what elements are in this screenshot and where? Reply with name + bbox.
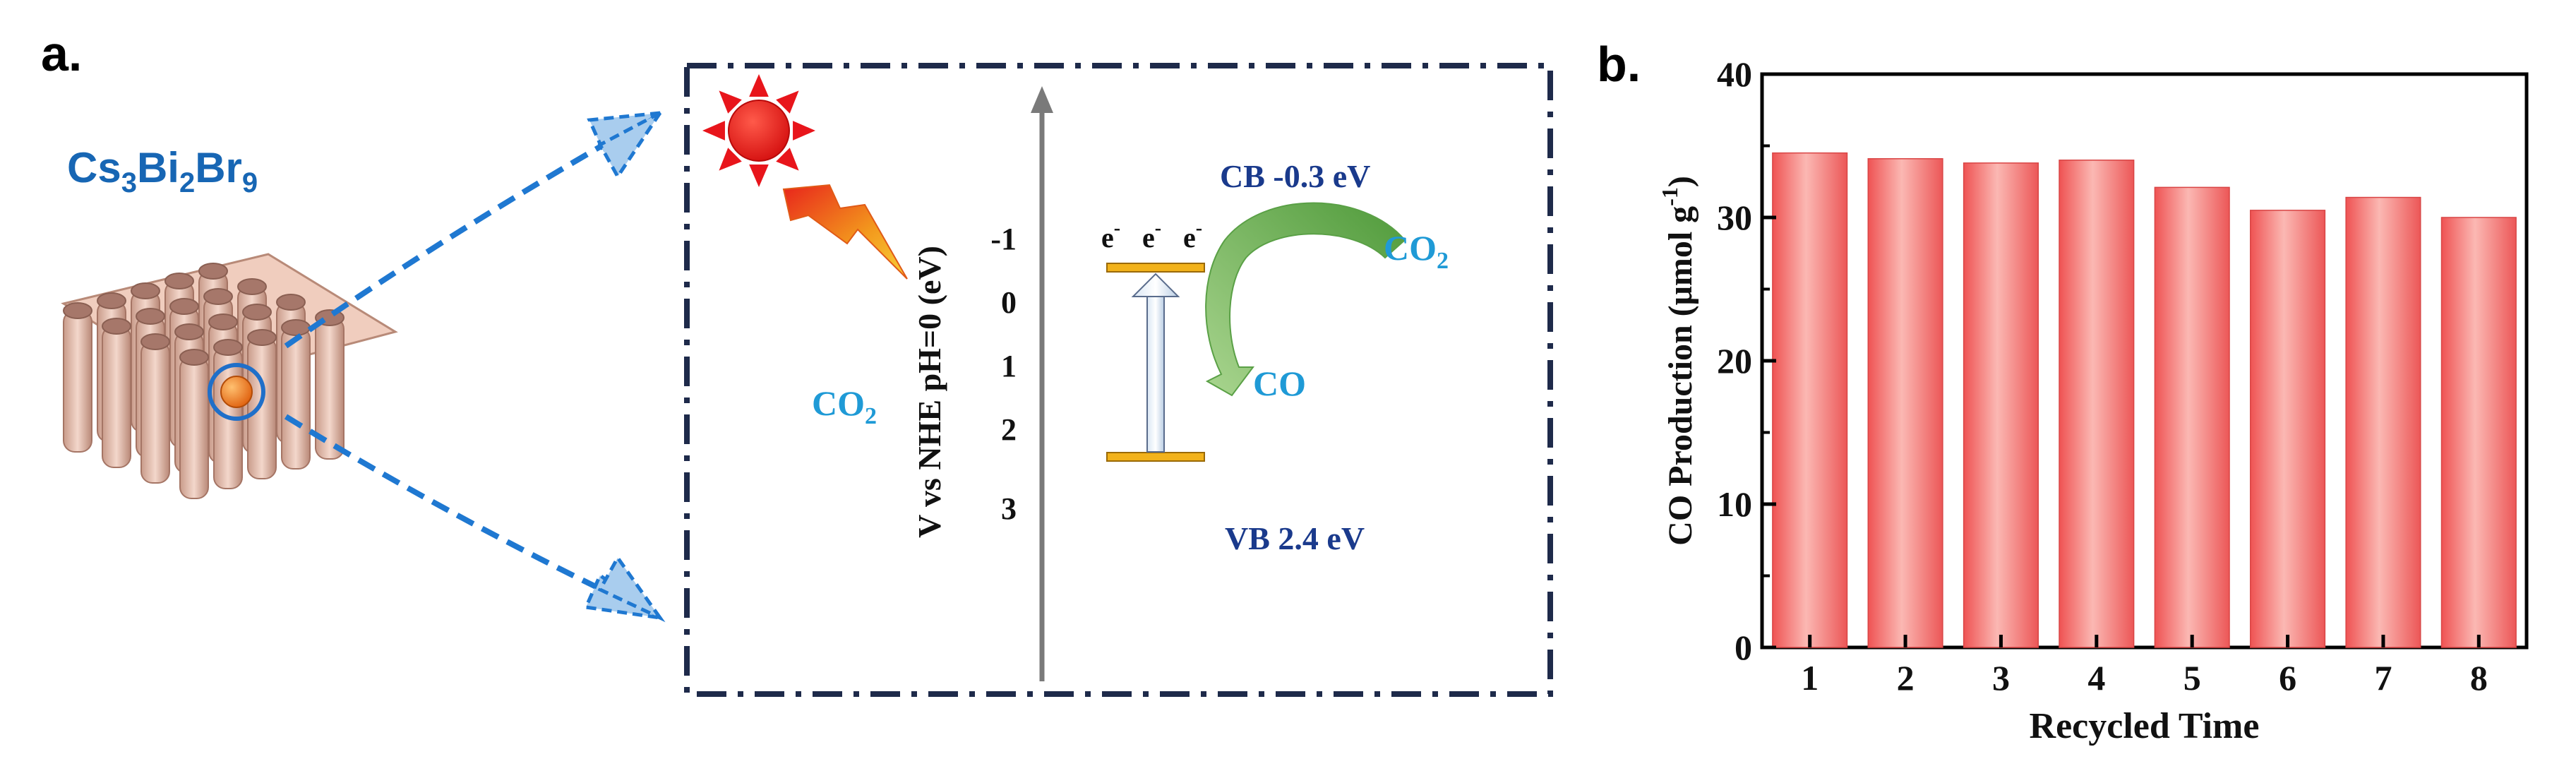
y-tick-label: 30: [1717, 198, 1752, 237]
pore-tube: [247, 337, 277, 479]
energy-tick-label: -1: [990, 222, 1017, 256]
energy-axis-label: V vs NHE pH=0 (eV): [911, 246, 947, 538]
co-product-label: CO: [1253, 364, 1306, 403]
lightning-icon: [782, 184, 908, 280]
vb-label: VB 2.4 eV: [1225, 520, 1365, 556]
pore-opening: [198, 263, 228, 280]
pore-opening: [237, 278, 267, 295]
pore-opening: [276, 294, 306, 311]
pore-opening: [213, 339, 243, 356]
sun-ray: [719, 90, 742, 114]
sun-icon: [702, 74, 815, 187]
x-axis-label: Recycled Time: [2030, 706, 2260, 746]
pore-opening: [174, 323, 204, 340]
bar-2: [1867, 158, 1943, 648]
bar-7: [2345, 196, 2421, 648]
pore-opening: [242, 304, 272, 321]
co2-reactant-label: CO2: [1384, 228, 1449, 274]
x-tick-label: 5: [2183, 658, 2201, 698]
zoom-arrow-upper: [284, 114, 654, 349]
energy-tick-label: 3: [1001, 491, 1017, 526]
x-tick-label: 7: [2374, 658, 2392, 698]
bar-1: [1772, 152, 1848, 648]
pore-opening: [131, 282, 160, 299]
x-tick-label: 6: [2279, 658, 2296, 698]
pore-opening: [63, 302, 92, 319]
inset-frame: [684, 63, 1553, 697]
nanoparticle-icon: [220, 376, 253, 408]
conduction-band: [1106, 263, 1205, 273]
x-tick-label: 2: [1897, 658, 1915, 698]
zoom-arrows: [284, 111, 666, 623]
pore-opening: [208, 313, 238, 330]
electron-3: e-: [1183, 217, 1202, 253]
pore-opening: [97, 292, 126, 309]
sun-ray: [776, 148, 799, 171]
bar-4: [2059, 160, 2135, 648]
electron-2: e-: [1142, 217, 1161, 253]
pore-opening: [247, 329, 277, 346]
y-axis-label: CO Production (μmol g-1): [1657, 176, 1699, 546]
energy-tick-label: 1: [1001, 349, 1017, 383]
electron-1: e-: [1101, 217, 1120, 253]
zoom-arrow-lower: [284, 414, 654, 617]
bar-3: [1963, 162, 2039, 648]
y-tick-label: 20: [1717, 341, 1752, 381]
porous-crystal-icon: [61, 253, 398, 499]
energy-axis-arrowhead: [1031, 86, 1053, 113]
pore-opening: [136, 308, 165, 325]
pore-opening: [102, 318, 131, 335]
sun-ray: [749, 74, 769, 97]
x-tick-label: 8: [2470, 658, 2488, 698]
sun-ray: [719, 148, 742, 171]
x-tick-label: 3: [1992, 658, 2010, 698]
pore-opening: [281, 319, 311, 336]
sun-ray: [702, 121, 725, 141]
y-tick-label: 40: [1717, 54, 1752, 94]
x-tick-label: 4: [2087, 658, 2105, 698]
pore-tube: [281, 327, 311, 470]
pore-tube: [63, 310, 92, 453]
pore-tube: [102, 325, 131, 468]
bar-8: [2440, 217, 2517, 648]
panel-a-label: a.: [41, 26, 82, 81]
recycle-bar-chart: 0 10 20 30 40 1 2 3 4 5 6 7 8 Recycled Time CO Prod…: [1657, 54, 2529, 746]
pore-opening: [203, 288, 233, 305]
energy-axis-ticks: -1 0 1 2 3: [990, 222, 1017, 526]
bar-6: [2250, 210, 2326, 648]
pore-opening: [169, 298, 199, 315]
reduction-arrow: [1205, 202, 1406, 397]
co2-surface-label: CO2: [812, 383, 877, 429]
sun-ray: [776, 90, 799, 114]
x-tick-label: 1: [1801, 658, 1819, 698]
excitation-arrow: [1131, 273, 1180, 453]
valence-band: [1106, 452, 1205, 462]
energy-tick-label: 0: [1001, 285, 1017, 320]
panel-b-label: b.: [1597, 37, 1641, 92]
sun-ray: [793, 121, 815, 141]
material-formula: Cs3Bi2Br9: [67, 144, 258, 198]
y-tick-label: 10: [1717, 484, 1752, 524]
bar-5: [2154, 186, 2230, 648]
pore-tube: [140, 341, 170, 484]
pore-tube: [179, 357, 209, 499]
cb-label: CB -0.3 eV: [1220, 158, 1370, 194]
sun-ray: [749, 165, 769, 187]
pore-opening: [164, 273, 194, 289]
energy-tick-label: 2: [1001, 412, 1017, 447]
electrons: e- e- e-: [1101, 217, 1202, 253]
pore-opening: [179, 349, 209, 366]
y-tick-label: 0: [1735, 628, 1752, 667]
pore-opening: [140, 333, 170, 350]
